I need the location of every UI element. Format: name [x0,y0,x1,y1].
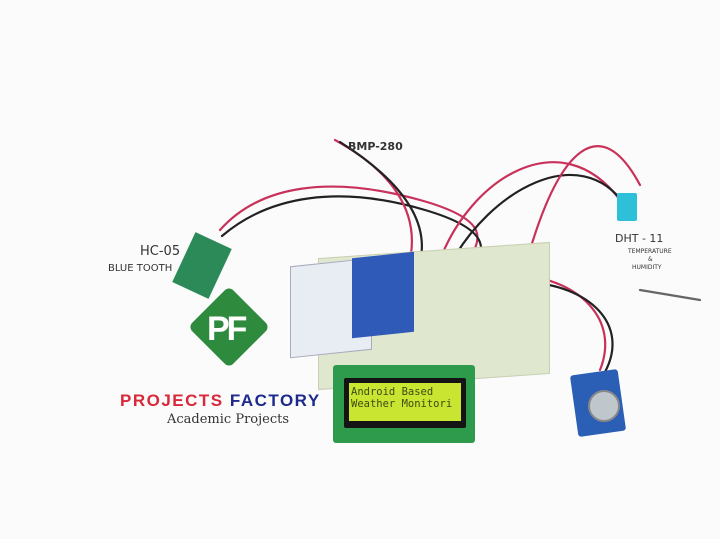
brand-word-factory: FACTORY [229,391,321,410]
dht11-caption-3: HUMIDITY [632,264,662,271]
lcd-line-2: Weather Monitori [351,398,453,410]
dht11-label: DHT - 11 [615,232,664,245]
wifi-module [352,251,414,339]
hc05-label: HC-05 [140,244,181,259]
lcd-line-1: Android Based [351,386,434,398]
bmp280-label: BMP-280 [348,140,403,153]
gas-sensor-head [588,390,620,422]
dht11-caption-1: TEMPERATURE [628,248,672,255]
brand-tagline: Academic Projects [167,412,290,427]
logo-initials: PF [207,310,247,348]
brand-word-projects: PROJECTS [120,391,224,410]
lcd-screen: Android Based Weather Monitori [349,383,461,421]
dht11-sensor [617,193,637,221]
brand-name: PROJECTS FACTORY [120,391,321,411]
bluetooth-caption: BLUE TOOTH [108,263,173,274]
dht11-caption-2: & [648,256,653,263]
